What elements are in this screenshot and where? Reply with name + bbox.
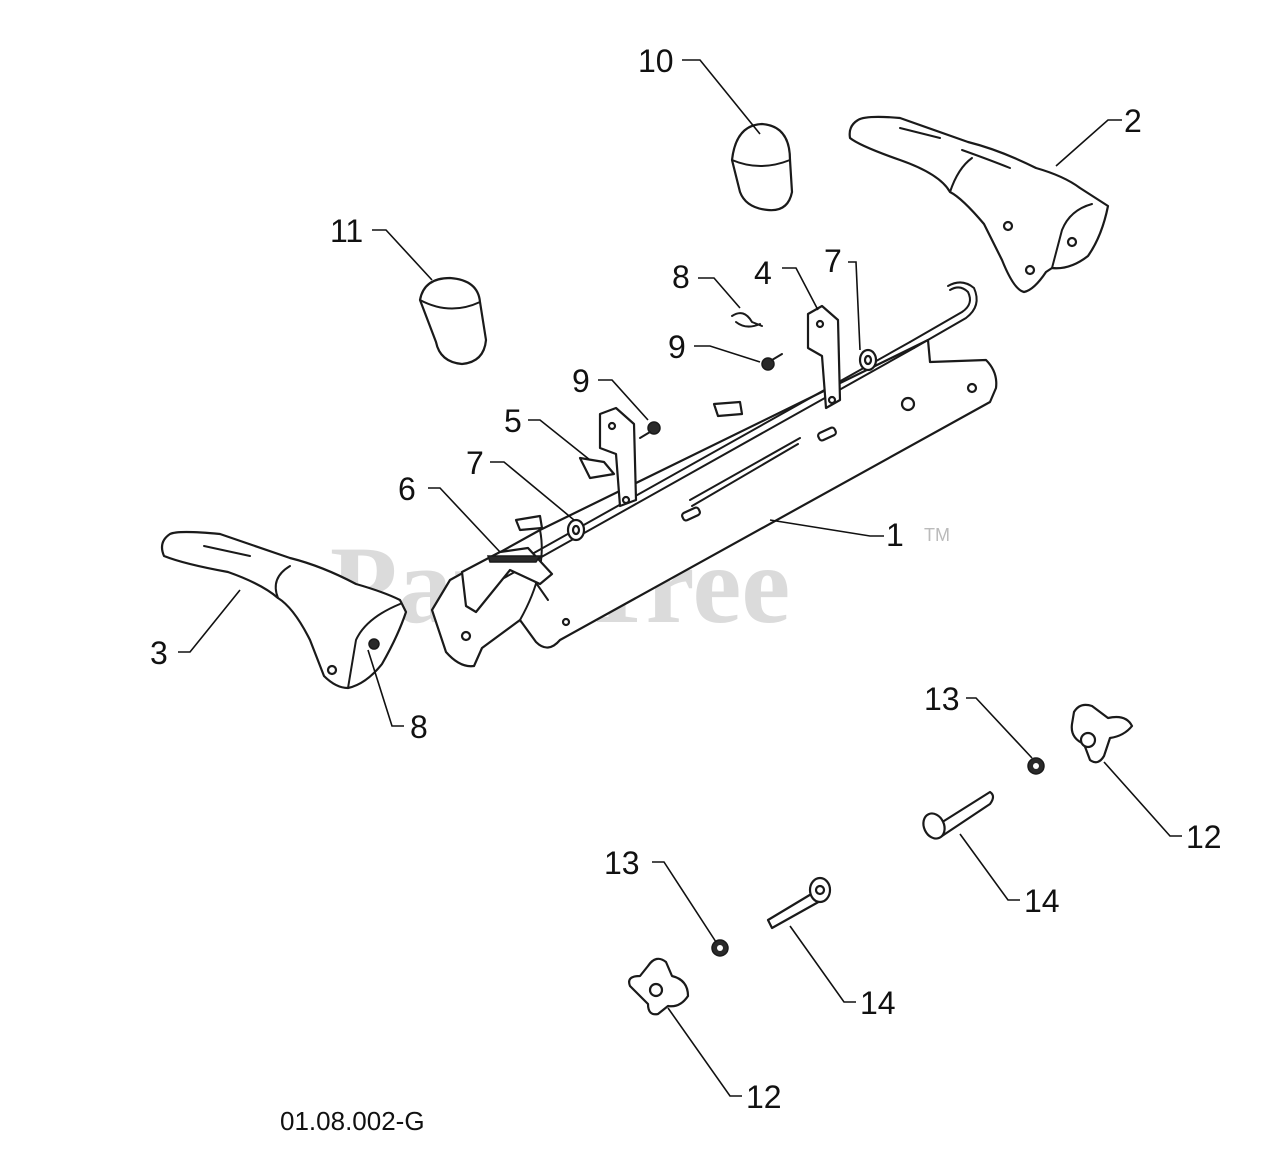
part-9-bolt-lower (639, 421, 661, 439)
part-6-lever (460, 400, 744, 614)
part-10-knob (730, 122, 794, 212)
part-4-bracket (806, 304, 842, 410)
callout-8-lower: 8 (410, 709, 428, 745)
part-13-nut-left (711, 939, 729, 957)
reference-code: 01.08.002-G (280, 1106, 425, 1136)
callout-14-right: 14 (1024, 883, 1060, 919)
callout-9-upper: 9 (668, 329, 686, 365)
callout-7-lower: 7 (466, 445, 484, 481)
part-5-bracket (578, 406, 638, 508)
part-2-handle (848, 115, 1110, 294)
part-14-carriage-bolt (922, 790, 995, 840)
part-14-hex-bolt (766, 876, 832, 930)
part-3-handle (160, 530, 408, 690)
callout-13-right: 13 (924, 681, 960, 717)
part-11-knob (418, 276, 488, 366)
leader-lines (178, 59, 1182, 1097)
part-9-bolt-upper (761, 353, 783, 371)
callout-1: 1 (886, 517, 904, 553)
callout-13-left: 13 (604, 845, 640, 881)
watermark-trademark: TM (924, 525, 950, 545)
callout-9-lower: 9 (572, 363, 590, 399)
part-12-knob-left (628, 957, 690, 1016)
callout-8-upper: 8 (672, 259, 690, 295)
callout-10: 10 (638, 43, 674, 79)
callout-4: 4 (754, 255, 772, 291)
callout-11: 11 (330, 213, 363, 249)
part-7-washer-lower (566, 518, 586, 542)
part-13-nut-right (1027, 757, 1045, 775)
callout-2: 2 (1124, 103, 1142, 139)
callout-14-left: 14 (860, 985, 896, 1021)
callout-7-upper: 7 (824, 243, 842, 279)
part-12-knob-right (1070, 703, 1134, 764)
part-7-washer-upper (858, 348, 878, 372)
part-1-bracket (430, 338, 998, 668)
callout-3: 3 (150, 635, 168, 671)
callout-12-left: 12 (746, 1079, 782, 1115)
part-8-clip-upper (731, 312, 763, 328)
callout-5: 5 (504, 403, 522, 439)
callout-6: 6 (398, 471, 416, 507)
callout-12-right: 12 (1186, 819, 1222, 855)
